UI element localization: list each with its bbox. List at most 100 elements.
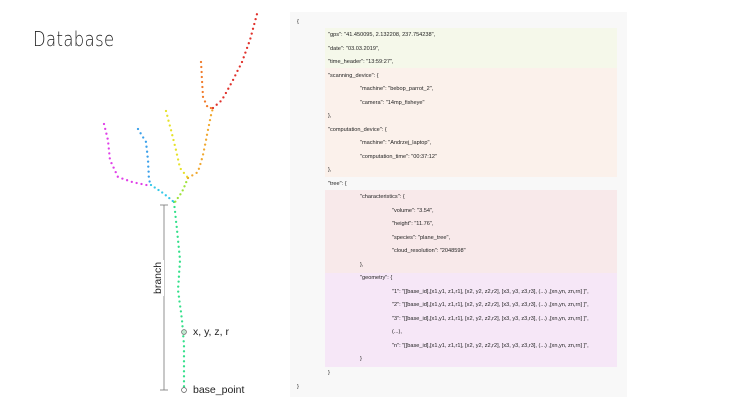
trunk-point	[179, 310, 183, 313]
magenta-branch-point	[108, 152, 111, 155]
trunk-point	[182, 375, 186, 378]
red-branch-point	[211, 106, 215, 110]
json-line: }	[360, 356, 362, 362]
json-line: "computation_time": "00:37:12"	[360, 154, 437, 160]
magenta-branch-point	[106, 137, 109, 140]
json-line: }	[328, 370, 330, 376]
blue-branch-point	[145, 145, 148, 148]
cyan-branch-point	[153, 186, 156, 189]
json-line: "cloud_resolution": "2048598"	[392, 248, 466, 254]
trunk-point	[178, 260, 182, 263]
lime-branch-point	[185, 180, 188, 184]
blue-branch-point	[144, 140, 148, 143]
red-branch-point	[255, 13, 259, 16]
blue-branch-point	[145, 150, 149, 153]
orange-branch-point	[206, 128, 210, 132]
yellow-branch-point	[169, 129, 173, 132]
trunk-point	[181, 325, 184, 328]
magenta-branch-point	[107, 142, 110, 145]
orange-red-branch-point	[200, 70, 203, 74]
trunk-point	[178, 255, 181, 258]
json-line: "machine": "bebop_parrot_2",	[360, 86, 434, 92]
json-line: "1": "[[base_id],[x1,y1, z1,r1], [x2, y2…	[392, 289, 589, 295]
trunk-point	[182, 340, 185, 343]
orange-branch-point	[208, 118, 212, 122]
json-line: },	[328, 113, 332, 119]
magenta-branch-point	[102, 122, 106, 126]
yellow-branch-point	[174, 148, 178, 151]
metadata-block	[325, 28, 617, 68]
red-branch-point	[244, 51, 247, 54]
yellow-branch-point	[176, 158, 180, 161]
trunk-point	[178, 270, 181, 273]
trunk-point	[182, 360, 186, 363]
yellow-branch-point	[167, 119, 170, 122]
json-line: "species": "plane_tree",	[392, 235, 451, 241]
trunk-point	[182, 380, 186, 383]
orange-branch-point	[203, 143, 207, 146]
json-line: "computation_device": {	[328, 127, 387, 133]
tree-skeleton-diagram	[102, 13, 259, 393]
red-branch-point	[231, 78, 235, 82]
branch-label: branch	[152, 259, 164, 296]
orange-branch-point	[207, 123, 211, 127]
trunk-point	[176, 235, 179, 238]
blue-branch-point	[148, 180, 151, 183]
orange-branch-point	[191, 174, 194, 177]
json-line: "geometry": {	[360, 275, 393, 281]
red-branch-point	[215, 103, 218, 106]
blue-branch-point	[136, 127, 140, 131]
blue-branch-point	[146, 155, 149, 158]
json-line: (...),	[392, 329, 402, 335]
orange-red-branch-point	[203, 100, 207, 103]
red-branch-point	[222, 96, 225, 99]
lime-branch-point	[179, 193, 182, 196]
magenta-branch-point	[114, 170, 117, 174]
json-line: "tree": {	[328, 181, 347, 187]
yellow-branch-point	[178, 163, 181, 166]
trunk-point	[180, 315, 183, 318]
magenta-branch-point	[108, 157, 111, 160]
trunk-point	[177, 295, 181, 298]
orange-red-branch-point	[200, 75, 203, 79]
blue-branch-point	[146, 160, 150, 163]
trunk-point	[179, 305, 182, 308]
magenta-branch-point	[135, 181, 138, 185]
trunk-point	[173, 205, 176, 209]
trunk-point	[178, 265, 181, 268]
orange-branch-point	[197, 167, 201, 170]
yellow-branch-point	[172, 138, 175, 142]
blue-branch-point	[147, 170, 150, 173]
orange-red-branch-point	[199, 60, 203, 64]
orange-red-branch-point	[205, 104, 209, 108]
trunk-point	[173, 210, 177, 214]
magenta-branch-point	[105, 132, 108, 135]
trunk-point	[177, 290, 180, 293]
magenta-branch-point	[140, 182, 143, 186]
lime-branch-point	[176, 196, 179, 200]
orange-branch-point	[195, 171, 198, 175]
json-line: "gps": "41.450095, 2.132208, 237.754238"…	[328, 32, 436, 38]
blue-branch-point	[139, 132, 142, 135]
yellow-branch-point	[175, 153, 179, 156]
trunk-point	[182, 335, 185, 338]
json-line: "height": "11.76",	[392, 221, 434, 227]
orange-branch-point	[204, 138, 208, 141]
base-point-label: base_point	[193, 384, 245, 396]
orange-red-branch-point	[201, 95, 205, 99]
red-branch-point	[253, 22, 256, 26]
orange-red-branch-point	[200, 65, 203, 69]
red-branch-point	[240, 60, 244, 64]
orange-branch-point	[201, 153, 205, 156]
trunk-point	[177, 285, 180, 288]
red-branch-point	[249, 37, 252, 40]
json-code-panel: {"gps": "41.450095, 2.132208, 237.754238…	[290, 12, 627, 397]
magenta-branch-point	[121, 177, 124, 180]
json-line: "machine": "Andrzej_laptop",	[360, 140, 432, 146]
orange-branch-point	[200, 158, 203, 161]
trunk-point	[182, 370, 186, 373]
red-branch-point	[238, 65, 241, 68]
orange-red-branch-point	[200, 80, 204, 84]
blue-branch-point	[147, 165, 150, 168]
yellow-branch-point	[173, 143, 176, 147]
